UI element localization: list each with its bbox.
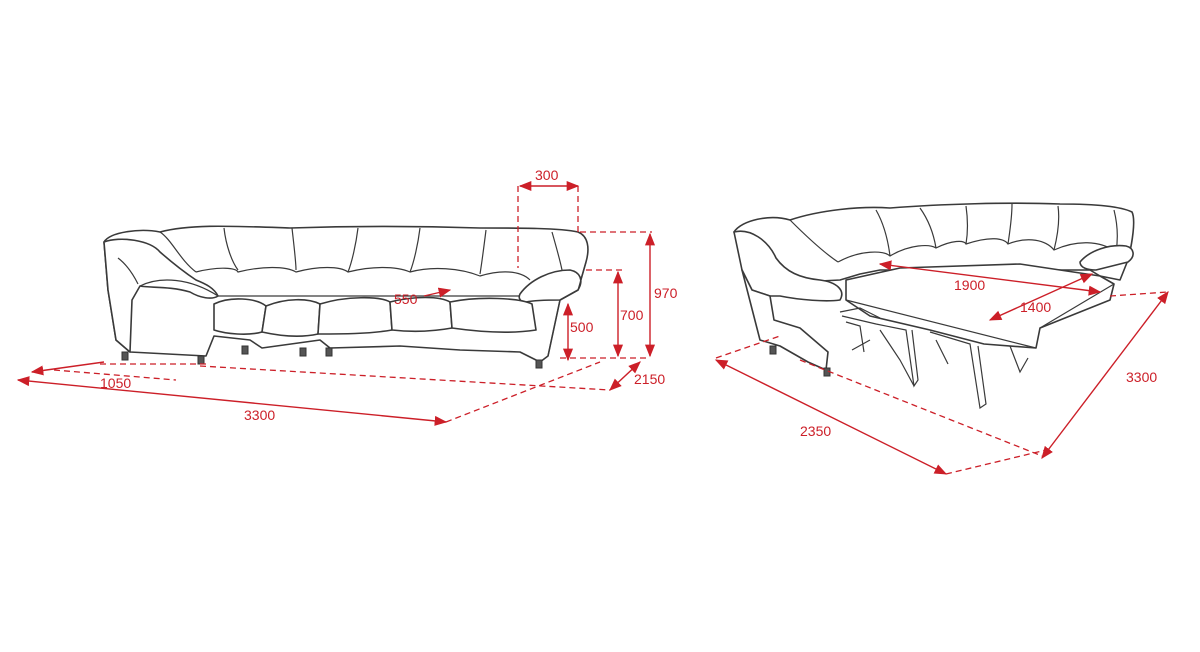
sofa-front-leg-6 — [535, 359, 543, 369]
label-height-total: 970 — [654, 285, 678, 301]
label-bed-length: 1900 — [954, 277, 985, 293]
label-seat-height: 500 — [570, 319, 594, 335]
label-seat-depth: 550 — [394, 291, 418, 307]
label-bed-width: 1400 — [1020, 299, 1051, 315]
sofa-front-leg-2 — [197, 355, 205, 365]
label-top-depth: 300 — [535, 167, 559, 183]
sofa-front-leg-5 — [325, 347, 333, 357]
label-width-total: 3300 — [244, 407, 275, 423]
sofa-front-labels: 300 970 700 500 550 1050 3300 2150 — [100, 167, 678, 423]
sofa-bed-leg-1 — [769, 345, 777, 355]
sofa-bed-dimensions — [714, 260, 1169, 475]
sofa-front-seat-1 — [213, 298, 267, 335]
sofa-front-leg-1 — [121, 351, 129, 361]
sofa-front-leg-4 — [299, 347, 307, 357]
sofa-bed-left-side — [741, 269, 829, 371]
sofa-bed-lower-back — [837, 238, 1117, 263]
sofa-front-left-arm — [103, 238, 219, 353]
sofa-front-dimensions — [16, 180, 656, 426]
label-height-back: 700 — [620, 307, 644, 323]
sofa-bed-back-cushions — [789, 203, 1118, 263]
sofa-front-lower-back — [195, 266, 531, 297]
sofa-bed-left-arm — [733, 230, 843, 302]
sofa-bed-drawing — [733, 202, 1135, 410]
sofa-front-back-cushions — [159, 227, 563, 275]
sofa-front-seat-5 — [449, 297, 537, 333]
sofa-front-body — [103, 225, 589, 363]
sofa-front-left-arm-seam — [117, 257, 219, 297]
sofa-front-seat-3 — [317, 296, 393, 335]
label-depth-open: 2350 — [800, 423, 831, 439]
sofa-front-right-side — [547, 261, 587, 357]
label-width-total-bed: 3300 — [1126, 369, 1157, 385]
sofa-front-leg-3 — [241, 345, 249, 355]
sofa-front-seat-2 — [261, 298, 321, 337]
sofa-bed-labels: 1900 1400 2350 3300 — [800, 277, 1157, 439]
label-corner-depth: 1050 — [100, 375, 131, 391]
label-side-length: 2150 — [634, 371, 665, 387]
sofa-front-drawing — [103, 225, 589, 369]
